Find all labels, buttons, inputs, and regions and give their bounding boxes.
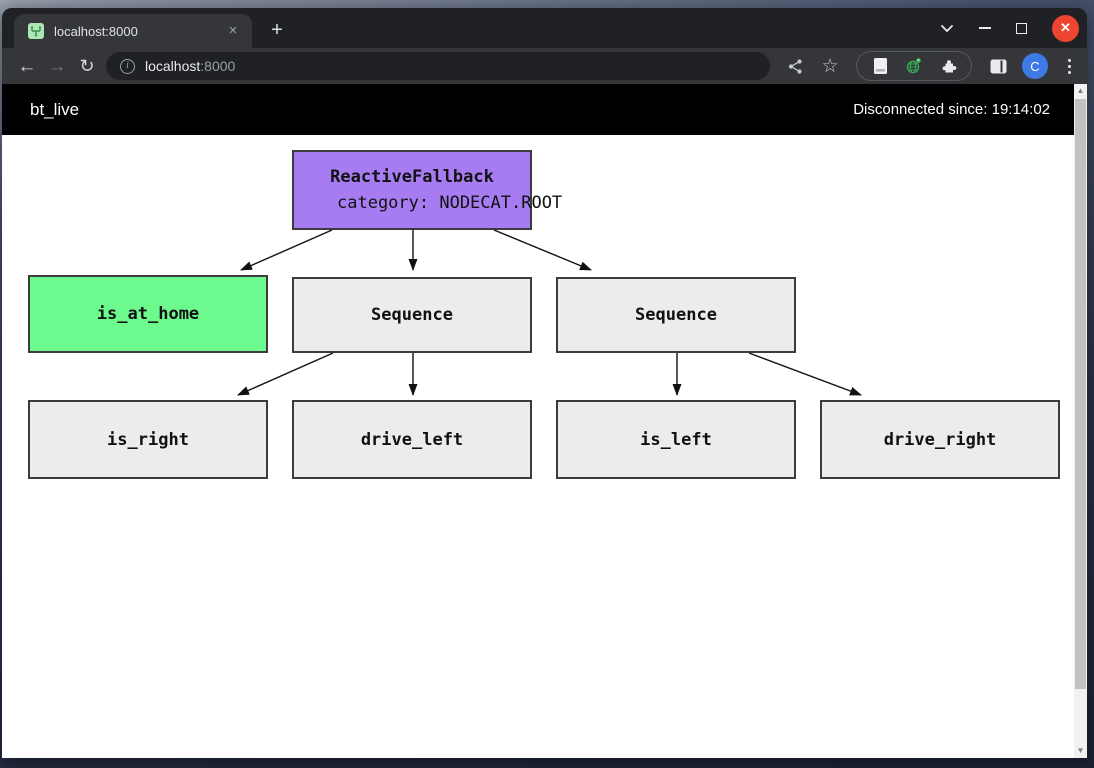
reload-button[interactable]: ↻ xyxy=(79,56,95,76)
minimize-button[interactable] xyxy=(979,27,991,29)
scrollbar-thumb[interactable] xyxy=(1075,99,1086,689)
back-button[interactable]: ← xyxy=(17,55,37,77)
side-panel-icon[interactable] xyxy=(987,59,1009,74)
browser-toolbar: ← → ↻ i localhost:8000 ☆ xyxy=(2,48,1087,84)
tab-strip: localhost:8000 × + ✕ xyxy=(2,8,1087,48)
tree-node-is-right[interactable]: is_right xyxy=(28,400,268,479)
url-text: localhost:8000 xyxy=(145,58,235,74)
share-icon[interactable] xyxy=(784,58,806,75)
behavior-tree-canvas: ReactiveFallback category: NODECAT.ROOT … xyxy=(2,84,1087,758)
tab-close-icon[interactable]: × xyxy=(228,22,238,39)
tree-node-sequence-right[interactable]: Sequence xyxy=(556,277,796,353)
tree-node-drive-left[interactable]: drive_left xyxy=(292,400,532,479)
tree-node-reactive-fallback[interactable]: ReactiveFallback category: NODECAT.ROOT xyxy=(292,150,562,230)
page-content: bt_live Disconnected since: 19:14:02 xyxy=(2,84,1087,758)
tree-node-is-left[interactable]: is_left xyxy=(556,400,796,479)
node-label: drive_right xyxy=(883,429,997,450)
address-bar[interactable]: i localhost:8000 xyxy=(106,52,770,80)
app-header: bt_live Disconnected since: 19:14:02 xyxy=(2,84,1074,135)
tree-node-is-at-home[interactable]: is_at_home xyxy=(28,275,268,353)
new-tab-button[interactable]: + xyxy=(271,19,283,41)
connection-status: Disconnected since: 19:14:02 xyxy=(853,101,1050,118)
node-label: Sequence xyxy=(635,305,717,325)
node-label: drive_left xyxy=(360,429,464,450)
browser-window: localhost:8000 × + ✕ ← → ↻ i localhost:8… xyxy=(2,8,1087,758)
node-label: ReactiveFallback xyxy=(330,167,494,187)
toolbar-right-icons: ☆ xyxy=(784,51,1077,81)
tab-localhost[interactable]: localhost:8000 × xyxy=(14,14,252,48)
tree-node-sequence-left[interactable]: Sequence xyxy=(292,277,532,353)
url-host: localhost xyxy=(145,58,201,74)
node-label: is_left xyxy=(640,429,712,450)
url-port: :8000 xyxy=(200,58,236,74)
bookmark-star-icon[interactable]: ☆ xyxy=(821,55,839,77)
tab-favicon-tree-icon xyxy=(28,23,44,39)
site-info-icon[interactable]: i xyxy=(120,58,135,74)
close-window-button[interactable]: ✕ xyxy=(1052,14,1079,42)
tab-search-chevron-icon[interactable] xyxy=(940,24,954,33)
node-label: is_at_home xyxy=(96,304,200,324)
scroll-up-arrow-icon[interactable]: ▲ xyxy=(1076,86,1085,95)
node-label: Sequence xyxy=(371,305,453,325)
globe-extension-icon[interactable] xyxy=(903,57,925,75)
extensions-pill xyxy=(856,51,972,81)
node-label: is_right xyxy=(107,429,189,450)
scroll-down-arrow-icon[interactable]: ▼ xyxy=(1076,746,1085,755)
tree-node-drive-right[interactable]: drive_right xyxy=(820,400,1060,479)
profile-avatar[interactable]: C xyxy=(1022,53,1048,79)
puzzle-extensions-icon[interactable] xyxy=(937,58,959,75)
window-controls: ✕ xyxy=(940,8,1079,48)
browser-menu-icon[interactable] xyxy=(1061,58,1077,74)
maximize-button[interactable] xyxy=(1016,22,1027,34)
node-category: category: NODECAT.ROOT xyxy=(337,193,563,213)
app-title: bt_live xyxy=(30,99,80,119)
document-extension-icon[interactable] xyxy=(869,57,891,75)
tab-title: localhost:8000 xyxy=(54,23,138,39)
forward-button[interactable]: → xyxy=(47,55,67,77)
page-scrollbar[interactable]: ▲ ▼ xyxy=(1074,84,1087,758)
